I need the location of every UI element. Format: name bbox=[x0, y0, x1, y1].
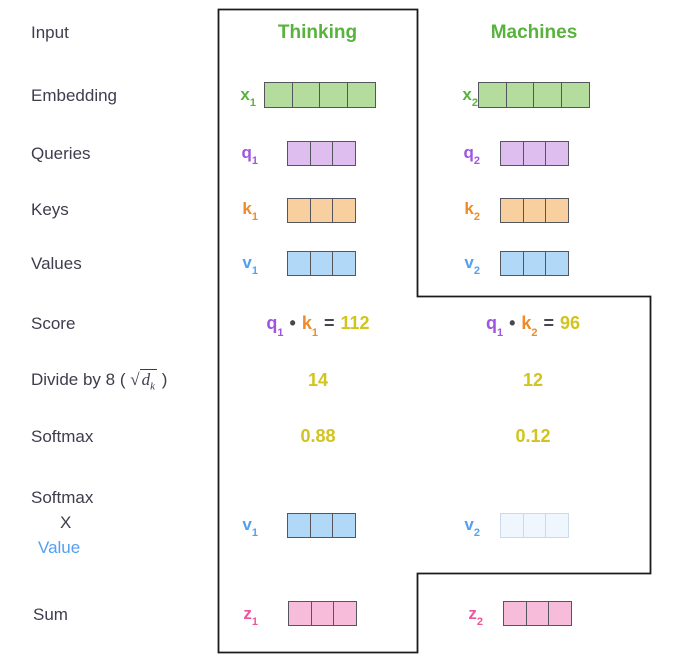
embedding-vector-x2 bbox=[478, 82, 590, 108]
equals-sign: = bbox=[324, 313, 335, 333]
vector-label-x2: x2 bbox=[462, 85, 478, 110]
vector-cell bbox=[500, 141, 524, 166]
score-value-thinking: 112 bbox=[340, 313, 370, 333]
vector-cell bbox=[548, 601, 572, 626]
dot-operator: • bbox=[289, 313, 296, 333]
row-label-softmax: Softmax bbox=[31, 427, 94, 446]
vector-cell bbox=[309, 141, 334, 166]
vector-cell bbox=[346, 82, 376, 108]
vector-cell bbox=[332, 141, 356, 166]
score-expression-thinking: q1•k1 =112 bbox=[218, 313, 418, 339]
vector-cell bbox=[545, 251, 569, 276]
vector-cell bbox=[525, 601, 550, 626]
query-vector-q1 bbox=[287, 141, 356, 166]
vector-cell bbox=[332, 251, 356, 276]
row-label-values: Values bbox=[31, 254, 82, 273]
score-value-machines: 96 bbox=[560, 313, 581, 333]
vector-label-softmax-v1: v1 bbox=[242, 515, 258, 540]
vector-cell bbox=[522, 251, 547, 276]
value-vector-v2 bbox=[500, 251, 569, 276]
vector-label-v1: v1 bbox=[242, 253, 258, 278]
row-label-softmax-x-value-line3: Value bbox=[38, 538, 81, 557]
vector-label-z1: z1 bbox=[243, 604, 258, 629]
output-vector-z2 bbox=[503, 601, 572, 626]
column-title-machines: Machines bbox=[490, 22, 578, 43]
softmax-value-machines: 0.12 bbox=[515, 426, 551, 446]
row-label-keys: Keys bbox=[31, 200, 69, 219]
query-vector-q2 bbox=[500, 141, 569, 166]
vector-cell bbox=[287, 198, 311, 223]
vector-label-k2: k2 bbox=[464, 199, 480, 224]
vector-cell bbox=[500, 251, 524, 276]
row-label-input: Input bbox=[31, 23, 69, 42]
dot-operator: • bbox=[509, 313, 516, 333]
vector-cell bbox=[310, 601, 335, 626]
vector-label-q2: q2 bbox=[463, 143, 480, 168]
vector-cell bbox=[291, 82, 321, 108]
score-expression-machines: q1•k2=96 bbox=[418, 313, 648, 339]
key-vector-k2 bbox=[500, 198, 569, 223]
row-label-divide-by-8: Divide by 8 ( √dk ) bbox=[31, 369, 168, 393]
score-q1: q1 bbox=[485, 313, 504, 339]
divide-prefix: Divide by 8 ( bbox=[31, 370, 126, 389]
vector-cell bbox=[478, 82, 507, 108]
vector-cell bbox=[309, 198, 334, 223]
value-vector-v1 bbox=[287, 251, 356, 276]
row-label-softmax-x-value-line2: X bbox=[60, 513, 72, 532]
vector-cell bbox=[287, 251, 311, 276]
score-q1: q1 bbox=[266, 313, 284, 339]
vector-cell bbox=[500, 198, 524, 223]
vector-cell bbox=[545, 141, 569, 166]
softmax-value-thinking: 0.88 bbox=[300, 426, 336, 446]
vector-cell bbox=[522, 141, 547, 166]
vector-cell bbox=[505, 82, 535, 108]
vector-cell bbox=[332, 513, 356, 538]
sqrt-radicand-dk: dk bbox=[139, 369, 157, 393]
divide-suffix: ) bbox=[161, 370, 168, 389]
vector-cell bbox=[264, 82, 293, 108]
score-k2: k2 bbox=[521, 313, 538, 339]
embedding-vector-x1 bbox=[264, 82, 376, 108]
vector-label-k1: k1 bbox=[242, 199, 258, 224]
row-label-softmax-x-value-line1: Softmax bbox=[31, 488, 94, 507]
vector-cell bbox=[309, 513, 334, 538]
vector-label-z2: z2 bbox=[468, 604, 483, 629]
row-label-sum: Sum bbox=[33, 605, 68, 624]
sqrt-symbol: √ bbox=[130, 370, 140, 389]
divided-score-machines: 12 bbox=[522, 370, 544, 390]
vector-cell bbox=[287, 513, 311, 538]
vector-cell bbox=[332, 198, 356, 223]
vector-cell bbox=[319, 82, 348, 108]
output-vector-z1 bbox=[288, 601, 357, 626]
column-title-thinking: Thinking bbox=[277, 22, 358, 43]
weighted-value-vector-v2-faded bbox=[500, 513, 569, 538]
vector-label-q1: q1 bbox=[241, 143, 258, 168]
vector-cell bbox=[522, 513, 547, 538]
vector-label-v2: v2 bbox=[464, 253, 480, 278]
row-label-queries: Queries bbox=[31, 144, 91, 163]
score-k1: k1 bbox=[301, 313, 318, 339]
vector-cell bbox=[522, 198, 547, 223]
vector-cell bbox=[288, 601, 312, 626]
vector-cell bbox=[533, 82, 562, 108]
row-label-score: Score bbox=[31, 314, 76, 333]
weighted-value-vector-v1 bbox=[287, 513, 356, 538]
equals-sign: = bbox=[543, 313, 555, 333]
divided-score-thinking: 14 bbox=[307, 370, 329, 390]
vector-cell bbox=[287, 141, 311, 166]
vector-cell bbox=[500, 513, 524, 538]
vector-cell bbox=[560, 82, 590, 108]
vector-cell bbox=[333, 601, 357, 626]
vector-cell bbox=[503, 601, 527, 626]
vector-label-x1: x1 bbox=[240, 85, 256, 110]
row-label-embedding: Embedding bbox=[31, 86, 118, 105]
vector-cell bbox=[545, 513, 569, 538]
vector-cell bbox=[545, 198, 569, 223]
key-vector-k1 bbox=[287, 198, 356, 223]
outline-path bbox=[217, 8, 652, 654]
vector-cell bbox=[309, 251, 334, 276]
vector-label-softmax-v2: v2 bbox=[464, 515, 480, 540]
